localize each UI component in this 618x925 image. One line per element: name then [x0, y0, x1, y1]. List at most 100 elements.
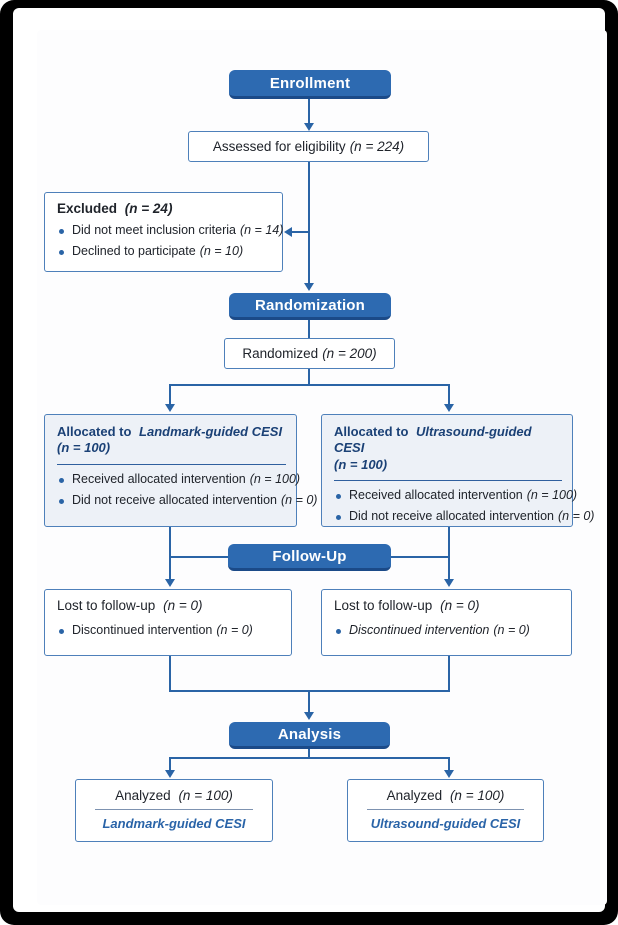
- box-allocation-landmark: Allocated to Landmark-guided CESI (n = 1…: [44, 414, 317, 527]
- connector-followup-header-right: [391, 556, 450, 558]
- allocation-item-n: (n = 100): [249, 471, 301, 486]
- connector-analysis-split: [308, 749, 310, 759]
- bullet-icon: [336, 493, 341, 499]
- followup-item-text: Discontinued intervention: [349, 623, 490, 637]
- bullet-icon: [59, 498, 64, 504]
- phase-header-randomization: Randomization: [229, 293, 391, 320]
- allocation-n: (n = 100): [57, 440, 111, 456]
- phase-header-analysis: Analysis: [229, 722, 390, 749]
- connector-alloc-followup-right: [448, 527, 450, 580]
- bullet-icon: [59, 250, 64, 255]
- heading-divider: [57, 463, 286, 465]
- connector-analyzed-left: [169, 757, 171, 771]
- phase-header-follow-up: Follow-Up: [228, 544, 391, 571]
- analyzed-title-line: Analyzed (n = 100): [356, 788, 535, 803]
- excluded-title-n: (n = 24): [124, 201, 173, 216]
- box-followup-ultrasound: Lost to follow-up (n = 0) Discontinued i…: [321, 589, 572, 656]
- allocation-item: Received allocated intervention (n = 100…: [57, 472, 300, 486]
- excluded-title-line: Excluded (n = 24): [57, 201, 272, 216]
- arrowhead-left-icon: [284, 227, 292, 237]
- arrowhead-down-icon: [444, 770, 454, 778]
- connector-followup-merge-right: [448, 656, 450, 692]
- allocation-n: (n = 100): [334, 456, 388, 472]
- connector-assessed-randomization: [308, 162, 310, 284]
- arrowhead-down-icon: [165, 579, 175, 587]
- connector-excluded-branch: [292, 231, 309, 233]
- phase-label: Enrollment: [269, 74, 351, 92]
- followup-item-text: Discontinued intervention: [72, 623, 213, 637]
- allocation-item-text: Received allocated intervention: [349, 487, 523, 502]
- phase-label: Analysis: [277, 725, 342, 743]
- connector-randomization-randomized: [308, 320, 310, 338]
- arrowhead-down-icon: [165, 404, 175, 412]
- box-analyzed-ultrasound: Analyzed (n = 100) Ultrasound-guided CES…: [347, 779, 544, 842]
- followup-title: Lost to follow-up: [334, 598, 433, 613]
- followup-item: Discontinued intervention (n = 0): [334, 623, 561, 637]
- heading-divider: [334, 479, 562, 481]
- box-allocation-ultrasound: Allocated to Ultrasound-guided CESI (n =…: [321, 414, 594, 527]
- assessed-text: Assessed for eligibility: [212, 139, 346, 154]
- connector-analyzed-right: [448, 757, 450, 771]
- bullet-icon: [59, 477, 64, 483]
- allocation-prefix: Allocated to: [334, 424, 409, 439]
- connector-merge-analysis: [308, 690, 310, 713]
- connector-followup-merge-left: [169, 656, 171, 692]
- analyzed-group: Landmark-guided CESI: [102, 816, 246, 831]
- allocation-item: Received allocated intervention (n = 100…: [334, 487, 577, 502]
- allocation-heading: Allocated to Ultrasound-guided CESI (n =…: [334, 424, 562, 473]
- bullet-icon: [336, 629, 341, 634]
- allocation-item-n: (n = 0): [280, 492, 318, 507]
- box-assessed-for-eligibility: Assessed for eligibility (n = 224): [188, 131, 429, 162]
- analyzed-group: Ultrasound-guided CESI: [370, 816, 521, 831]
- arrowhead-down-icon: [304, 712, 314, 720]
- analyzed-title-line: Analyzed (n = 100): [84, 788, 264, 803]
- excluded-item-n: (n = 10): [199, 244, 244, 258]
- followup-item: Discontinued intervention (n = 0): [57, 623, 281, 637]
- arrowhead-down-icon: [444, 404, 454, 412]
- excluded-item: Did not meet inclusion criteria (n = 14): [57, 223, 283, 237]
- analyzed-text: Analyzed: [386, 788, 443, 803]
- arrowhead-down-icon: [165, 770, 175, 778]
- allocation-item-text: Did not receive allocated intervention: [349, 508, 554, 523]
- phase-label: Follow-Up: [272, 547, 347, 565]
- followup-title: Lost to follow-up: [57, 598, 156, 613]
- phase-header-enrollment: Enrollment: [229, 70, 391, 99]
- analyzed-text: Analyzed: [115, 788, 171, 803]
- box-excluded: Excluded (n = 24) Did not meet inclusion…: [44, 192, 283, 272]
- allocation-group: Landmark-guided CESI: [139, 424, 283, 439]
- connector-randomized-split: [308, 369, 310, 386]
- box-followup-landmark: Lost to follow-up (n = 0) Discontinued i…: [44, 589, 292, 656]
- analyzed-divider: [94, 809, 254, 810]
- analyzed-n: (n = 100): [449, 788, 505, 803]
- analyzed-n: (n = 100): [178, 788, 233, 803]
- followup-title-line: Lost to follow-up (n = 0): [334, 598, 561, 613]
- excluded-item-text: Did not meet inclusion criteria: [72, 223, 236, 237]
- connector-alloc-followup-left: [169, 527, 171, 580]
- figure-panel: Enrollment Randomization Follow-Up Analy…: [13, 8, 607, 912]
- connector-split-left: [169, 384, 171, 405]
- allocation-heading: Allocated to Landmark-guided CESI (n = 1…: [57, 424, 286, 457]
- box-randomized: Randomized (n = 200): [224, 338, 395, 369]
- allocation-item-n: (n = 100): [526, 487, 578, 502]
- analyzed-divider: [366, 809, 525, 810]
- followup-item-n: (n = 0): [216, 623, 253, 637]
- randomized-text: Randomized: [242, 346, 319, 361]
- arrowhead-down-icon: [304, 283, 314, 291]
- allocation-item-n: (n = 0): [557, 508, 595, 523]
- allocation-group: Ultrasound-guided CESI: [334, 424, 532, 456]
- allocation-item: Did not receive allocated intervention (…: [334, 508, 594, 523]
- connector-enrollment-assessed: [308, 99, 310, 124]
- followup-title-line: Lost to follow-up (n = 0): [57, 598, 281, 613]
- arrowhead-down-icon: [444, 579, 454, 587]
- connector-split-right: [448, 384, 450, 405]
- arrowhead-down-icon: [304, 123, 314, 131]
- connector-followup-header-left: [169, 556, 228, 558]
- followup-item-n: (n = 0): [493, 623, 530, 637]
- allocation-item: Did not receive allocated intervention (…: [57, 492, 317, 507]
- allocation-prefix: Allocated to: [57, 424, 132, 439]
- assessed-n: (n = 224): [349, 139, 405, 154]
- allocation-item-text: Did not receive allocated intervention: [72, 492, 277, 507]
- followup-title-n: (n = 0): [163, 598, 203, 613]
- excluded-item-n: (n = 14): [239, 223, 284, 237]
